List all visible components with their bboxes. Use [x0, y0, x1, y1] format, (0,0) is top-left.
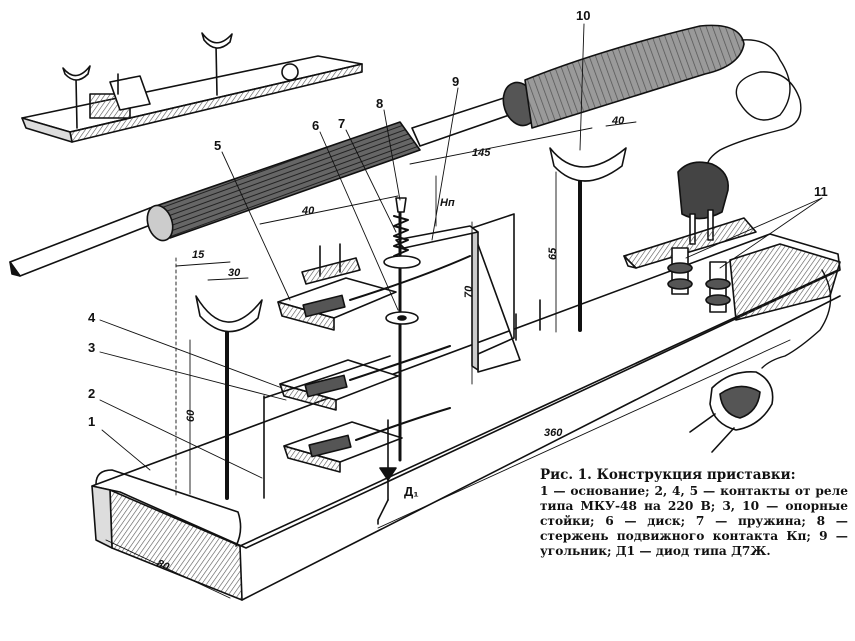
dim-70: 70 — [463, 285, 475, 298]
small-holder-board — [21, 32, 363, 143]
label-7: 7 — [338, 116, 345, 131]
plug-upper — [677, 161, 729, 245]
label-1: 1 — [88, 414, 95, 429]
dim-40-mid: 40 — [301, 205, 315, 217]
dim-65: 65 — [547, 247, 559, 260]
label-2: 2 — [88, 386, 95, 401]
dim-360: 360 — [544, 427, 563, 439]
part-labels: 1 2 3 4 5 6 7 8 9 10 11 Д₁ — [88, 8, 828, 499]
diode-d1 — [377, 419, 397, 525]
movable-rod-8 — [395, 197, 407, 462]
caption-body: 1 — основание; 2, 4, 5 — контакты от рел… — [540, 484, 848, 558]
dim-80: 80 — [155, 558, 172, 574]
label-3: 3 — [88, 340, 95, 355]
label-10: 10 — [576, 8, 590, 23]
soldering-iron — [9, 24, 802, 277]
dimension-lines — [105, 121, 791, 599]
dimension-labels: 15 30 40 40 145 360 80 60 65 70 Hп — [155, 115, 625, 574]
label-5: 5 — [214, 138, 221, 153]
label-6: 6 — [312, 118, 319, 133]
leader-lines — [99, 23, 823, 479]
dim-30: 30 — [228, 267, 241, 279]
figure-caption: Рис. 1. Конструкция приставки: 1 — основ… — [540, 468, 848, 559]
label-8: 8 — [376, 96, 383, 111]
caption-title: Рис. 1. Конструкция приставки: — [540, 467, 796, 483]
contact-group-5 — [277, 243, 471, 331]
dim-hn: Hп — [440, 197, 455, 209]
label-4: 4 — [88, 310, 96, 325]
dim-60: 60 — [185, 409, 197, 422]
plug-lower — [689, 269, 832, 453]
label-d1: Д₁ — [404, 484, 419, 499]
contact-group-4 — [279, 345, 451, 411]
label-9: 9 — [452, 74, 459, 89]
dim-15: 15 — [192, 249, 205, 261]
dim-145: 145 — [472, 147, 491, 159]
contact-group-2 — [283, 407, 451, 473]
disk-6 — [385, 311, 419, 325]
label-11: 11 — [814, 184, 828, 199]
dim-40-top: 40 — [611, 115, 625, 127]
spring-7 — [393, 215, 409, 261]
support-stand-3 — [195, 295, 263, 500]
support-stand-10 — [549, 147, 627, 332]
